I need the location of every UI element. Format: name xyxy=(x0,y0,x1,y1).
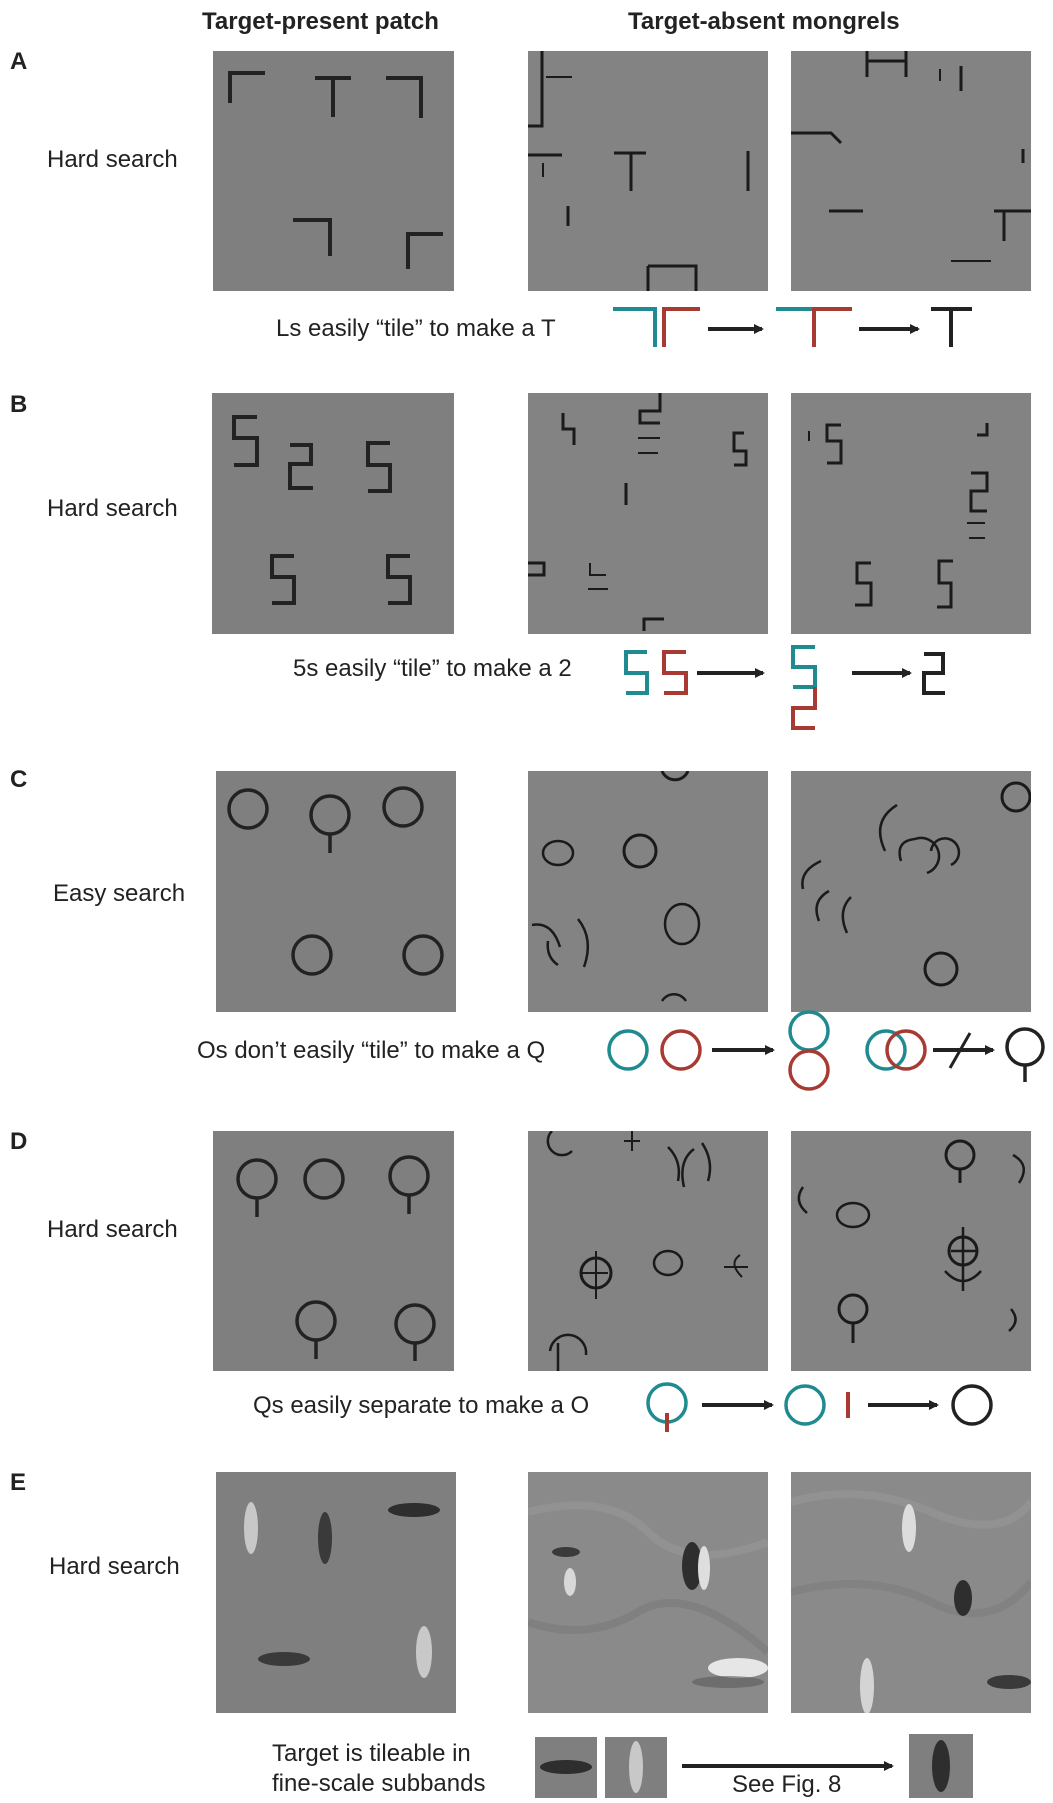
panel-c-difficulty: Easy search xyxy=(53,880,186,907)
ellipse-thumbnail xyxy=(629,1741,643,1793)
target-present-patch-b xyxy=(212,393,454,634)
ellipse-thumbnail xyxy=(540,1760,592,1774)
panel-a-caption: Ls easily “tile” to make a T xyxy=(276,315,556,342)
panel-letter-d: D xyxy=(10,1128,28,1155)
mongrel-b-2 xyxy=(791,393,1031,634)
panel-e-caption-line2: fine-scale subbands xyxy=(272,1770,486,1797)
mongrel-d-1 xyxy=(528,1131,768,1371)
circle-stimuli xyxy=(227,786,444,976)
panel-b-difficulty: Hard search xyxy=(47,495,178,522)
column-header-absent: Target-absent mongrels xyxy=(628,8,900,35)
target-present-patch-e xyxy=(216,1472,456,1713)
target-present-patch-c xyxy=(216,771,456,1012)
mongrel-e-1 xyxy=(528,1472,768,1713)
see-fig-8: See Fig. 8 xyxy=(732,1771,842,1798)
mongrel-texture xyxy=(791,51,1031,262)
mongrel-texture xyxy=(528,51,750,291)
mongrel-texture xyxy=(801,781,1031,987)
ellipse-thumbnail xyxy=(932,1740,950,1792)
column-header-present: Target-present patch xyxy=(202,8,439,35)
panel-letter-a: A xyxy=(10,48,28,75)
mongrel-texture xyxy=(528,393,748,631)
ellipse-stimuli xyxy=(244,1502,440,1678)
mongrel-d-2 xyxy=(791,1131,1031,1371)
mongrel-texture xyxy=(531,771,701,1002)
panel-b-caption: 5s easily “tile” to make a 2 xyxy=(293,655,572,682)
mongrel-a-1 xyxy=(528,51,768,291)
mongrel-a-2 xyxy=(791,51,1031,291)
vertical-ellipse-thumbnail xyxy=(605,1737,667,1798)
letter-stimuli xyxy=(228,71,443,269)
mongrel-e-2 xyxy=(791,1472,1031,1713)
panel-letter-c: C xyxy=(10,766,28,793)
panel-d-difficulty: Hard search xyxy=(47,1216,178,1243)
target-ellipse-thumbnail xyxy=(909,1734,973,1798)
panel-letter-b: B xyxy=(10,391,28,418)
digit-stimuli xyxy=(232,415,412,605)
mongrel-c-2 xyxy=(791,771,1031,1012)
panel-d-caption: Qs easily separate to make a O xyxy=(253,1392,590,1419)
circle-stimuli xyxy=(236,1155,436,1361)
panel-c-caption: Os don’t easily “tile” to make a Q xyxy=(197,1037,546,1064)
mongrel-texture xyxy=(528,1472,768,1713)
panel-e-caption-line1: Target is tileable in xyxy=(272,1740,471,1767)
target-present-patch-d xyxy=(213,1131,454,1371)
horizontal-ellipse-thumbnail xyxy=(535,1737,597,1798)
panel-a-difficulty: Hard search xyxy=(47,146,178,173)
target-present-patch-a xyxy=(213,51,454,291)
panel-letter-e: E xyxy=(10,1469,27,1496)
mongrel-texture xyxy=(546,1131,748,1371)
mongrel-b-1 xyxy=(528,393,768,634)
mongrel-texture xyxy=(808,423,989,609)
panel-e-difficulty: Hard search xyxy=(49,1553,180,1580)
mongrel-texture xyxy=(797,1139,1026,1343)
mongrel-texture xyxy=(791,1472,1031,1713)
mongrel-c-1 xyxy=(528,771,768,1012)
